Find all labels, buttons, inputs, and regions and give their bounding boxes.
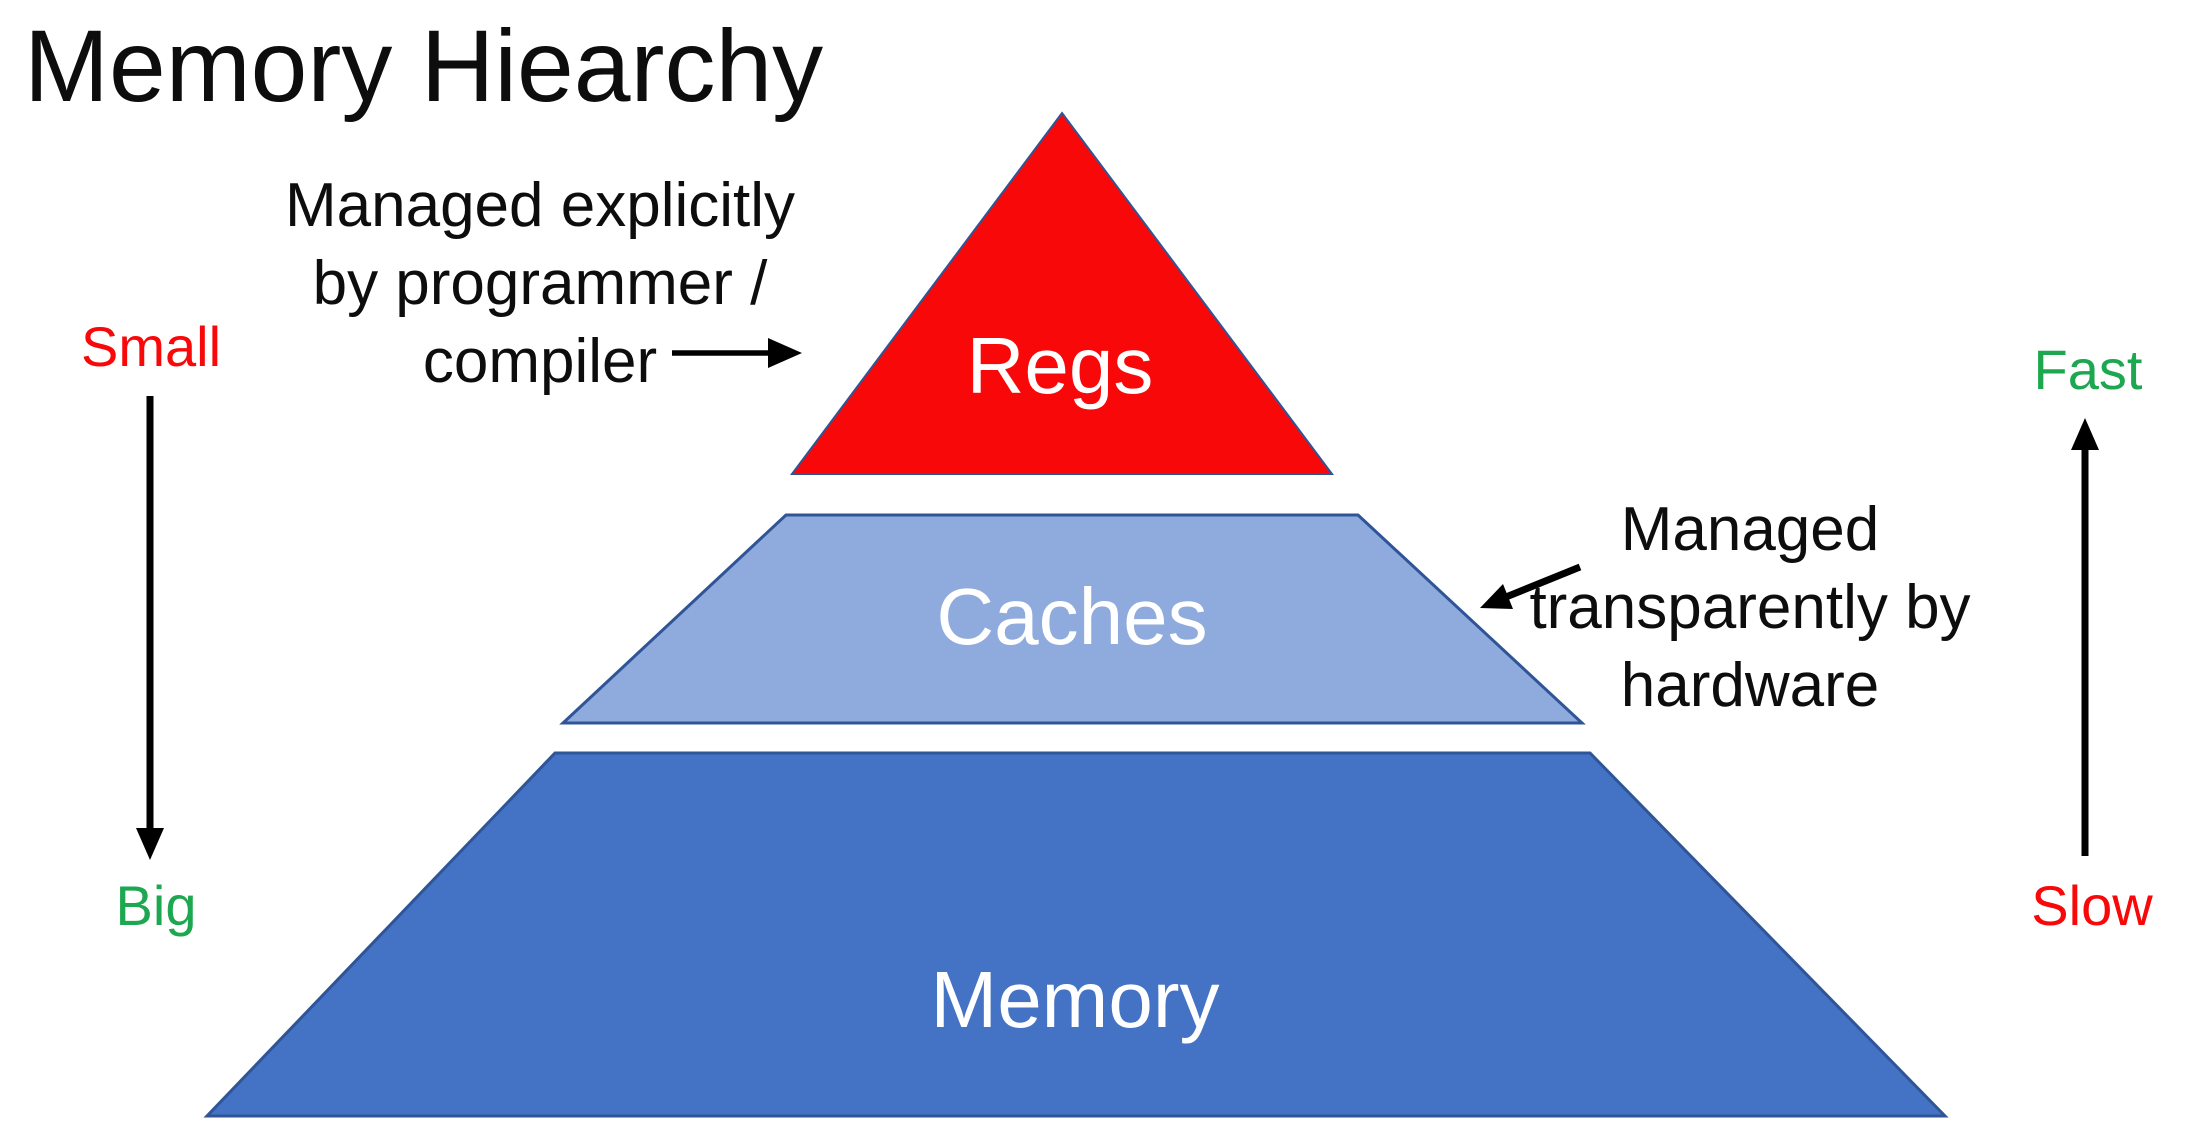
down-arrow-icon bbox=[136, 396, 164, 860]
regs-triangle bbox=[790, 111, 1334, 475]
down-left-arrow-icon bbox=[1480, 563, 1582, 609]
hardware-note-line-3: hardware bbox=[1620, 651, 1880, 720]
page-title: Memory Hiearchy bbox=[24, 9, 824, 123]
up-arrow-icon bbox=[2071, 418, 2099, 856]
caches-trapezoid bbox=[559, 513, 1586, 725]
programmer-note: Managed explicitly by programmer / compi… bbox=[285, 167, 795, 401]
hardware-note: Managed transparently by hardware bbox=[1529, 491, 1970, 725]
right-arrow-icon bbox=[672, 338, 802, 368]
caches-label: Caches bbox=[936, 572, 1208, 661]
hardware-note-line-2: transparently by bbox=[1529, 573, 1971, 642]
programmer-note-line-2: by programmer / bbox=[312, 249, 768, 318]
regs-label: Regs bbox=[966, 321, 1154, 410]
size-axis-big-label: Big bbox=[115, 874, 197, 937]
hardware-note-line-1: Managed bbox=[1620, 495, 1880, 564]
programmer-note-line-3: compiler bbox=[422, 327, 658, 396]
speed-axis-slow-label: Slow bbox=[2031, 874, 2153, 937]
programmer-note-line-1: Managed explicitly bbox=[284, 171, 796, 240]
size-axis-small-label: Small bbox=[80, 315, 222, 378]
speed-axis-fast-label: Fast bbox=[2033, 338, 2143, 401]
memory-label: Memory bbox=[930, 955, 1220, 1044]
memory-trapezoid bbox=[203, 751, 1949, 1118]
